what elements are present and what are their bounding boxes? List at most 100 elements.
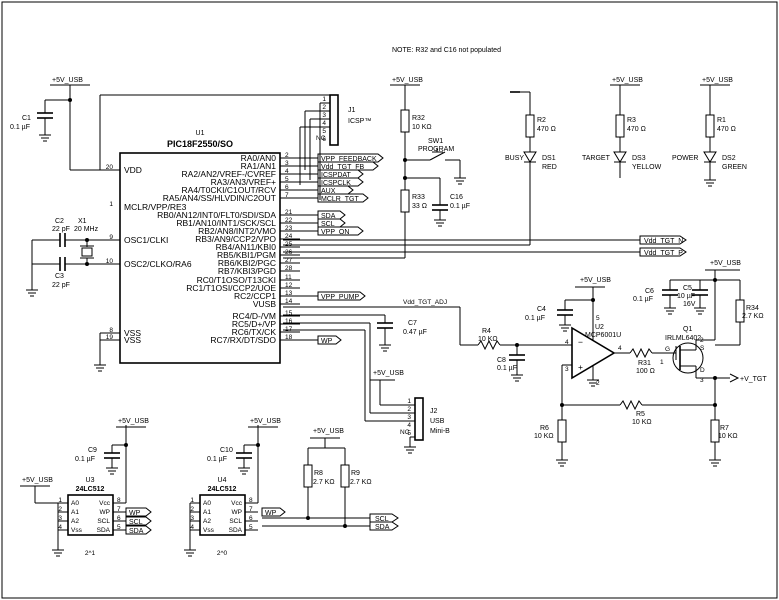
svg-text:4: 4	[618, 345, 622, 352]
scl-flag-r8: SCL	[375, 516, 389, 523]
vdd-tgt-p-flag	[639, 247, 687, 257]
x1-ref: X1	[78, 218, 87, 225]
u1-pin-name: RB1/AN10/INT1/SCK/SCL	[176, 218, 276, 228]
u1-pin-name: RB0/AN12/INT0/FLT0/SDI/SDA	[157, 210, 276, 220]
r31-ref: R31	[638, 360, 651, 367]
supply-label-r8: +5V_USB	[313, 428, 344, 435]
ds3-ref: DS3	[632, 155, 646, 162]
u1-pin-num: 9	[109, 234, 113, 241]
v-tgt-label: +V_TGT	[740, 376, 767, 383]
eeprom-pin-num: 8	[117, 497, 121, 504]
net-flag	[317, 185, 354, 195]
net-flag-label: VPP_FEEDBACK	[321, 156, 377, 163]
r1-ref: R1	[717, 117, 726, 124]
svg-text:3: 3	[565, 366, 569, 373]
u1-pin-name: RB3/AN9/CCP2/VPO	[195, 234, 276, 244]
eeprom-pin-num: 6	[117, 515, 121, 522]
eeprom-addr: 2^1	[85, 550, 96, 557]
eeprom-addr: 2^0	[217, 550, 228, 557]
j1-nc: NC	[316, 135, 326, 142]
j1-pin-num: 3	[322, 112, 326, 119]
r33-ref: R33	[412, 194, 425, 201]
u1-pin-name: RC1/T1OSI/CCP2/UOE	[186, 283, 276, 293]
cap-value: 0.1 µF	[207, 456, 227, 463]
svg-text:5: 5	[596, 315, 600, 322]
ds1-label: BUSY	[505, 155, 524, 162]
eeprom-pin-name: A0	[71, 500, 79, 507]
c8-value: 0.1 µF	[497, 365, 517, 372]
reset-circuit: +5V_USB R32 10 KΩ SW1 PROGRAM C16 0.1 µF…	[283, 77, 470, 259]
c4-value: 0.1 µF	[525, 315, 545, 322]
q1-part: IRLML6402	[665, 335, 701, 342]
c2-ref: C2	[55, 218, 64, 225]
eeprom-pin-name: A1	[71, 509, 79, 516]
net-flag	[317, 335, 342, 345]
u1: U1 PIC18F2550/SO VDD20MCLR/VPP/RE31OSC1/…	[106, 130, 300, 364]
u3-net-flag-label: SCL	[129, 519, 143, 526]
svg-text:2: 2	[596, 380, 600, 387]
r8-ref: R8	[314, 470, 323, 477]
u1-pin-name: VDD	[124, 165, 142, 175]
eeprom-pin-name: WP	[100, 509, 110, 516]
u1-pin-num: 13	[285, 290, 293, 297]
c2-value: 22 pF	[52, 226, 70, 233]
u1-pin-num: 12	[285, 282, 293, 289]
u1-pin-num: 2	[285, 152, 289, 159]
eeprom-pin-name: Vcc	[99, 500, 111, 507]
r9-ref: R9	[351, 470, 360, 477]
u1-pin-num: 23	[285, 225, 293, 232]
j2-body	[414, 397, 424, 441]
ds1-color: RED	[542, 164, 557, 171]
eeprom-ref: U4	[218, 477, 227, 484]
u2-ref: U2	[595, 324, 604, 331]
supply-label-u2: +5V_USB	[580, 277, 611, 284]
svg-text:D: D	[700, 367, 705, 374]
j2-name: USB	[430, 418, 445, 425]
u1-pin-num: 6	[285, 184, 289, 191]
supply-label-u3: +5V_USB	[22, 477, 53, 484]
eeprom-pin-num: 2	[190, 506, 194, 513]
c16-value: 0.1 µF	[450, 203, 470, 210]
r4-ref: R4	[482, 328, 491, 335]
u1-pin-name: RC7/RX/DT/SDO	[210, 335, 276, 345]
u1-pin-name: RC2/CCP1	[234, 291, 276, 301]
u1-pin-name: RC4/D-/VM	[233, 311, 276, 321]
u1-pin-num: 24	[285, 233, 293, 240]
u1-pin-name: VSS	[124, 335, 141, 345]
sda-flag-r9: SDA	[375, 524, 390, 531]
eeprom-ref: U3	[86, 477, 95, 484]
u1-pin-num: 15	[285, 310, 293, 317]
u1-pin-num: 4	[285, 168, 289, 175]
supply-label-top: +5V_USB	[52, 77, 83, 84]
eeprom-pin-name: SCL	[229, 518, 242, 525]
r32-value: 10 KΩ	[412, 124, 432, 131]
j1-pin-num: 6	[322, 136, 326, 143]
r3-value: 470 Ω	[627, 126, 646, 133]
j2-pin-num: 3	[407, 414, 411, 421]
svg-text:G: G	[665, 346, 670, 353]
net-flag	[317, 161, 379, 171]
j2-pin-num: 5	[407, 430, 411, 437]
u1-pin-num: 14	[285, 298, 293, 305]
j1-ref: J1	[348, 107, 356, 114]
u1-pin-name: RA2/AN2/VREF-/CVREF	[182, 169, 276, 179]
j2-pin-num: 2	[407, 406, 411, 413]
eeprom-pin-name: Vss	[71, 527, 83, 534]
u1-pin-name: MCLR/VPP/RE3	[124, 202, 187, 212]
c4-ref: C4	[537, 306, 546, 313]
net-flag-label: MCLR_TGT	[321, 196, 359, 203]
eeprom-pin-name: SCL	[97, 518, 110, 525]
supply-label: +5V_USB	[118, 418, 149, 425]
r5-ref: R5	[636, 411, 645, 418]
u1-pin-name: RA0/AN0	[241, 153, 277, 163]
c7-group: C7 0.47 µF	[283, 314, 427, 352]
leds: R2 470 Ω BUSY DS1 RED +5V_USB R3 470 Ω T…	[283, 77, 747, 246]
net-flag	[317, 153, 384, 163]
u1-pin-num: 10	[106, 258, 114, 265]
